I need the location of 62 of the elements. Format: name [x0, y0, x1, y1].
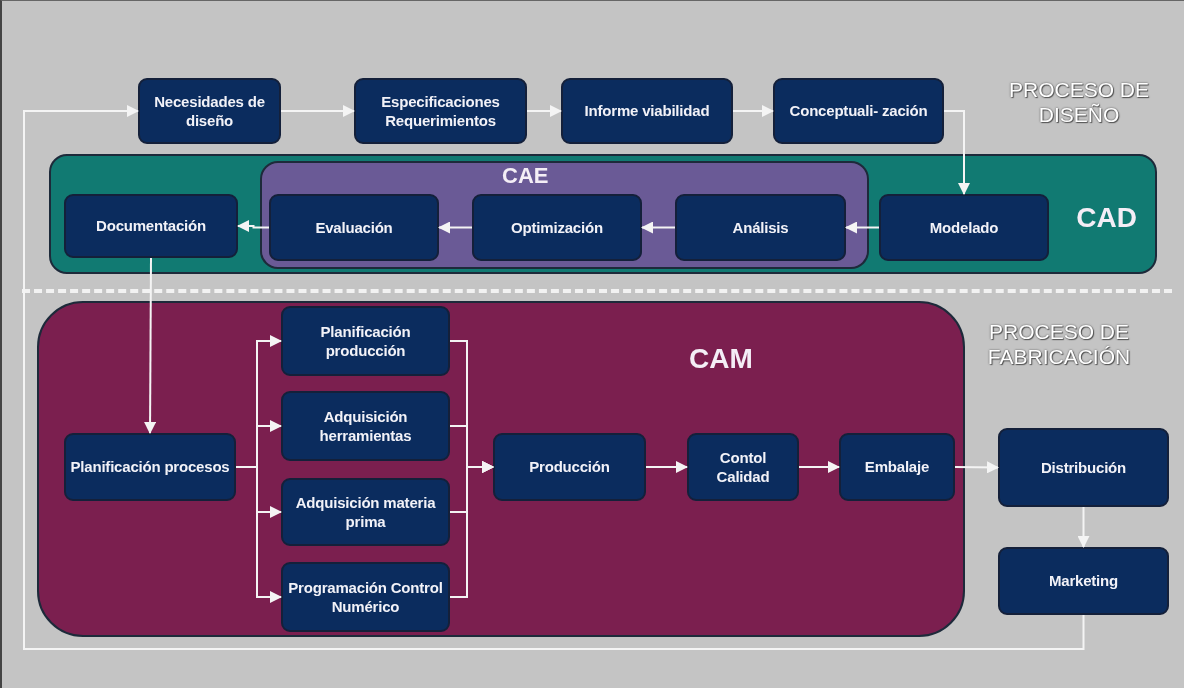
process-box — [281, 562, 450, 632]
group-panel — [260, 161, 869, 269]
box-label: Planificación producción — [319, 321, 412, 361]
section-label: PROCESO DE DISEÑO — [1008, 77, 1150, 128]
process-box — [64, 194, 238, 258]
arrow — [144, 257, 157, 434]
process-box — [281, 478, 450, 546]
arrow — [449, 461, 494, 598]
group-panel — [37, 301, 965, 637]
process-box — [493, 433, 646, 501]
box-label: Adquisición materia prima — [294, 492, 437, 532]
arrow — [645, 461, 688, 473]
arrow — [732, 105, 774, 117]
process-box — [561, 78, 733, 144]
box-label: Optimización — [510, 217, 604, 238]
process-box — [472, 194, 642, 261]
box-label: Embalaje — [863, 457, 931, 477]
arrow — [23, 105, 1085, 650]
process-box — [998, 428, 1169, 507]
arrow — [235, 466, 282, 603]
box-label: Planificación procesos — [69, 457, 231, 477]
arrow — [954, 461, 999, 474]
arrow — [845, 221, 880, 234]
box-label: Producción — [528, 457, 611, 477]
process-box — [839, 433, 955, 501]
box-label: Contol Calidad — [715, 447, 771, 487]
arrow — [798, 461, 840, 473]
box-label: Distribución — [1039, 457, 1128, 478]
box-label: Evaluación — [314, 217, 394, 238]
box-label: Marketing — [1047, 571, 1120, 591]
arrow — [280, 105, 355, 117]
box-label: Informe viabilidad — [583, 101, 711, 121]
process-box — [281, 391, 450, 461]
box-label: Programación Control Numérico — [287, 577, 444, 617]
box-label: Modelado — [928, 217, 1000, 238]
process-box — [675, 194, 846, 261]
process-box — [138, 78, 281, 144]
process-box — [281, 306, 450, 376]
group-heading: CAE — [502, 165, 549, 187]
arrow — [1077, 506, 1090, 548]
box-label: Análisis — [731, 217, 790, 238]
box-label: Conceptuali- zación — [788, 101, 929, 121]
section-label: PROCESO DE FABRICACIÓN — [986, 319, 1132, 370]
process-box — [269, 194, 439, 261]
group-panel — [49, 154, 1157, 274]
process-box — [687, 433, 799, 501]
process-box — [879, 194, 1049, 261]
process-box — [64, 433, 236, 501]
arrow — [641, 221, 676, 234]
group-heading: CAD — [1076, 204, 1137, 232]
arrow — [237, 220, 270, 232]
box-label: Necesidades de diseño — [153, 91, 266, 131]
group-heading: CAM — [689, 345, 753, 373]
arrow — [526, 105, 562, 117]
box-label: Documentación — [95, 216, 207, 236]
arrow — [943, 110, 970, 195]
box-label: Especificaciones Requerimientos — [380, 91, 501, 131]
process-box — [354, 78, 527, 144]
arrow — [438, 221, 473, 234]
box-label: Adquisición herramientas — [318, 406, 413, 446]
process-box — [998, 547, 1169, 615]
process-box — [773, 78, 944, 144]
